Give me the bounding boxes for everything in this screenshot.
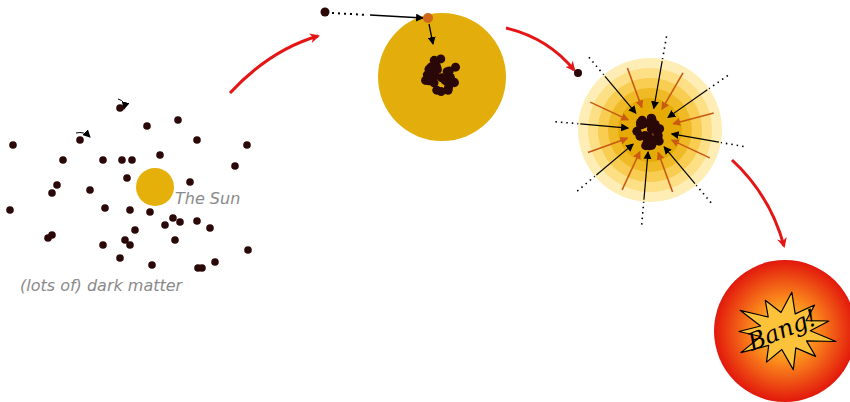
sun-capture: [378, 13, 506, 141]
node-outline: [135, 167, 175, 207]
dark-matter-dots: [6, 104, 252, 272]
sun-circle: The Sun: [135, 167, 175, 207]
flow-arrow: [506, 28, 574, 70]
explosion-circle: Bang!: [713, 259, 850, 402]
flow-arrow: [732, 160, 784, 246]
sun-glow: [578, 58, 722, 202]
sun-label: The Sun: [175, 189, 240, 208]
caption-label: (lots of) dark matter: [20, 276, 182, 295]
flow-arrow: [230, 36, 318, 93]
